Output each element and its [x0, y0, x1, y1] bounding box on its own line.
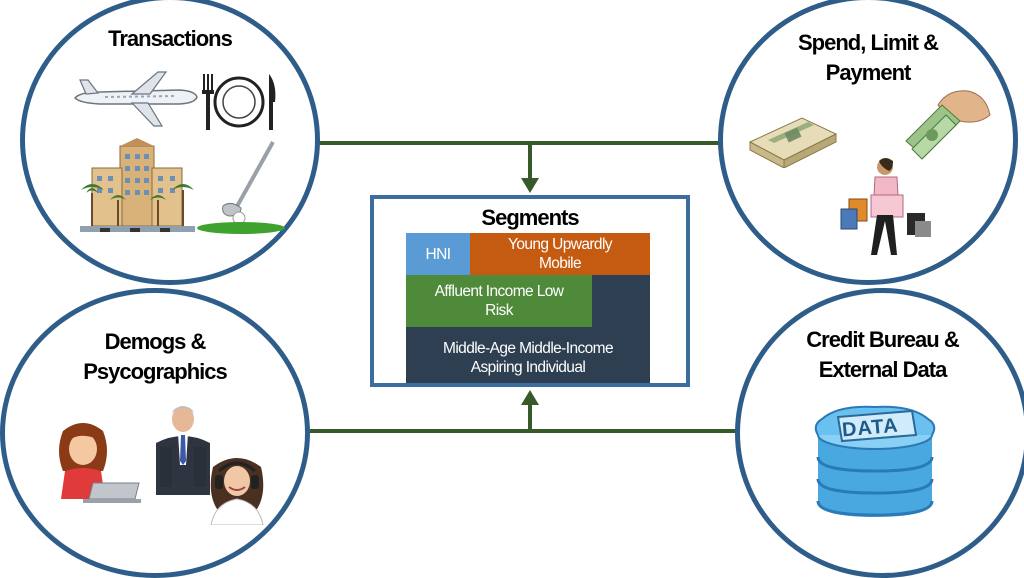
credit-title-line2: External Data: [818, 357, 948, 382]
bottom-arrowhead: [521, 390, 539, 405]
segments-box: Segments HNI Young Upwardly Mobile Middl…: [370, 195, 690, 387]
top-arrowhead: [521, 178, 539, 193]
segment-hni-label: HNI: [425, 245, 452, 263]
segments-title: Segments: [481, 205, 579, 230]
credit-circle: Credit Bureau & External Data DATA: [735, 288, 1024, 578]
golf-icon: [197, 141, 285, 234]
headphones-girl-icon: [210, 458, 264, 525]
segment-young-line1: Young Upwardly: [508, 236, 613, 253]
spend-circle: Spend, Limit & Payment: [718, 0, 1018, 285]
segment-affluent-line2: Risk: [485, 302, 513, 319]
businessman-icon: [156, 406, 210, 495]
segment-middle-line1: Middle-Age Middle-Income: [443, 340, 614, 357]
credit-title-line1: Credit Bureau &: [806, 327, 959, 352]
segment-hni: HNI: [406, 233, 470, 275]
spend-title-line1: Spend, Limit &: [798, 30, 939, 55]
demogs-title-line1: Demogs &: [104, 329, 207, 354]
segment-affluent: Affluent Income Low Risk: [406, 275, 592, 327]
transactions-title: Transactions: [108, 26, 233, 51]
dining-icon: [202, 74, 276, 130]
segment-affluent-line1: Affluent Income Low: [434, 283, 564, 300]
demogs-circle: Demogs & Psycographics: [0, 288, 310, 578]
segment-young-line2: Mobile: [538, 255, 582, 272]
hotel-icon: [80, 138, 195, 232]
database-icon: [814, 405, 936, 517]
segment-young: Young Upwardly Mobile: [470, 233, 650, 275]
segment-middle-line2: Aspiring Individual: [470, 359, 586, 376]
woman-laptop-icon: [59, 423, 141, 503]
money-stack-icon: [748, 117, 838, 168]
airplane-icon: [73, 71, 198, 127]
transactions-circle: Transactions: [20, 0, 320, 285]
spend-title-line2: Payment: [825, 60, 912, 85]
demogs-title-line2: Psycographics: [83, 359, 228, 384]
hand-cash-icon: [905, 90, 991, 160]
data-label: DATA: [841, 414, 900, 442]
shopper-icon: [840, 158, 931, 255]
